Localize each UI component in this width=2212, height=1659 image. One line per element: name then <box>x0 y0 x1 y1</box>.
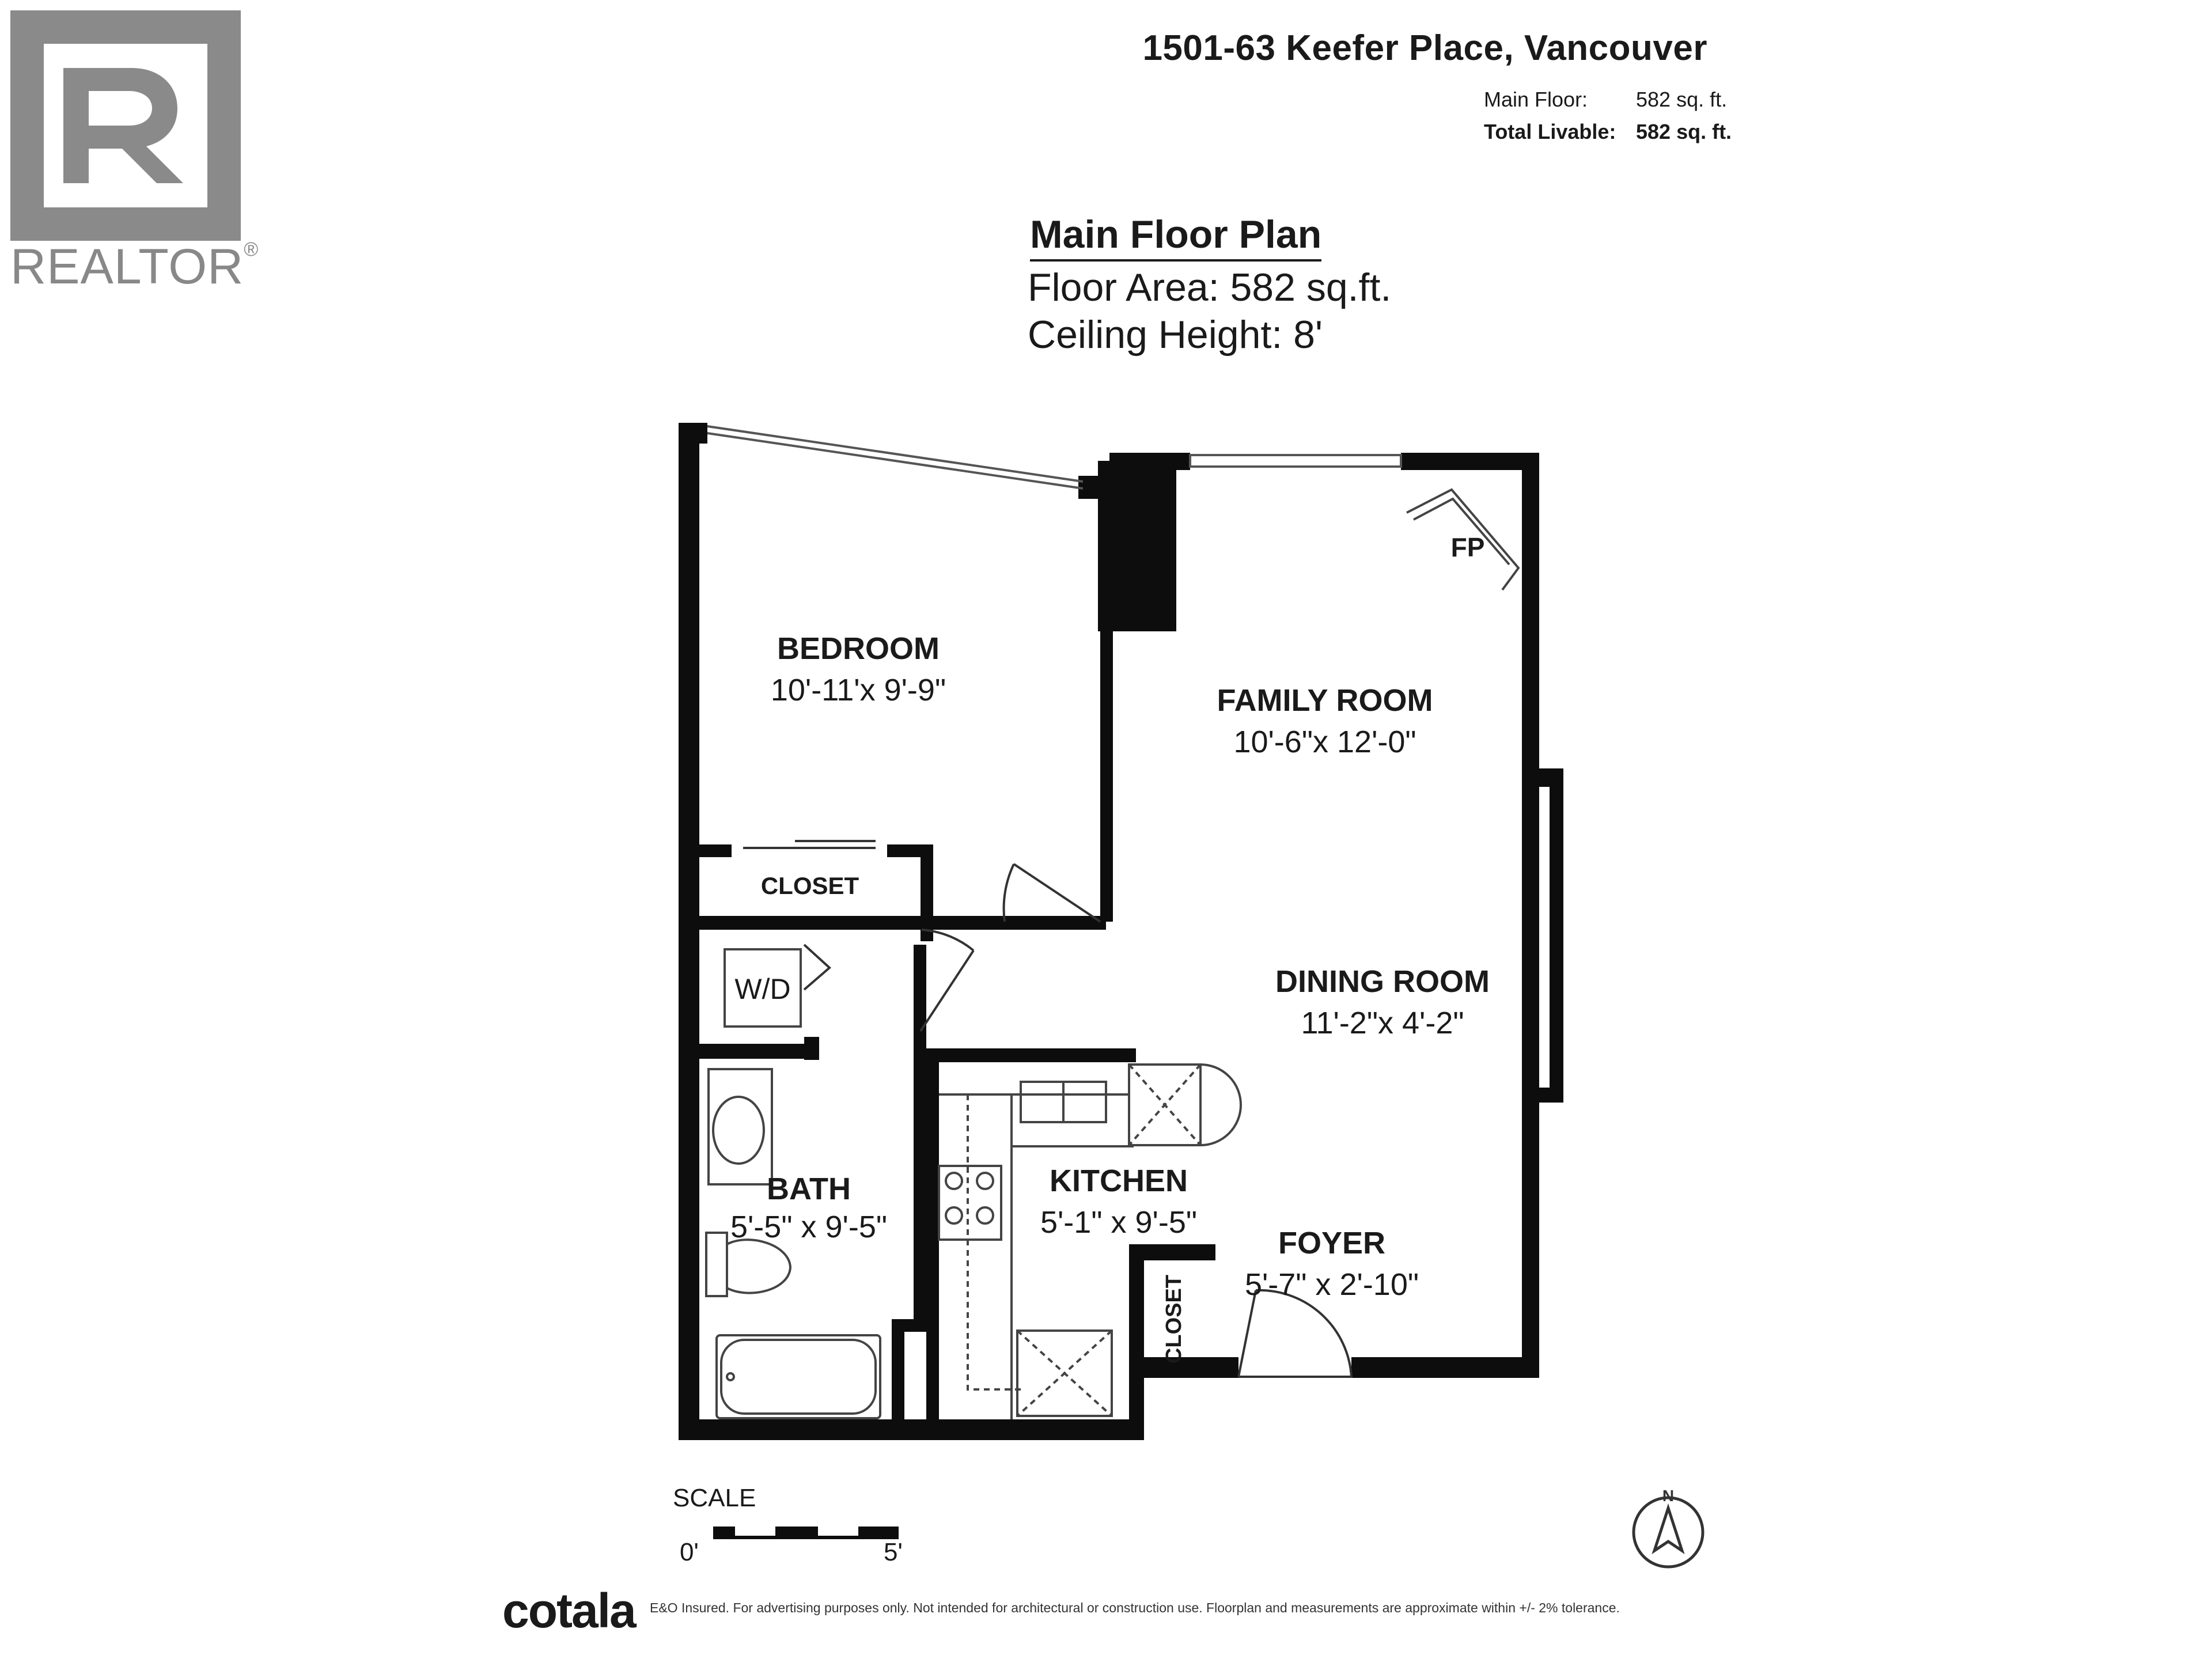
fridge-icon <box>1128 1063 1202 1146</box>
sink-icon <box>712 1096 765 1165</box>
wall <box>926 1048 939 1429</box>
scale-start: 0' <box>680 1538 699 1566</box>
room-name: BATH <box>767 1172 851 1206</box>
wall <box>1078 476 1111 499</box>
fireplace-label: FP <box>1451 532 1485 562</box>
tub-drain <box>726 1372 735 1381</box>
scale-end: 5' <box>884 1538 903 1566</box>
room-dims: 10'-6"x 12'-0" <box>1233 725 1416 759</box>
counter-edge <box>967 1094 1025 1391</box>
exterior-walls <box>679 423 1563 1440</box>
room-dims: 11'-2"x 4'-2" <box>1301 1006 1464 1040</box>
room-dims: 5'-5" x 9'-5" <box>730 1210 887 1244</box>
bedroom-door <box>1002 863 1101 923</box>
fridge-door <box>1200 1063 1242 1146</box>
wall <box>679 423 699 1440</box>
room-dims: 10'-11'x 9'-9" <box>771 673 946 707</box>
toilet-icon <box>726 1238 792 1294</box>
structural-column <box>1098 461 1176 631</box>
stove-icon <box>938 1165 1002 1241</box>
wall <box>1129 1244 1144 1440</box>
wall <box>1100 628 1113 922</box>
bath-door <box>919 929 975 1032</box>
compass-label: N <box>1662 1487 1674 1505</box>
entry-door <box>1237 1289 1353 1378</box>
stat-label: Total Livable: <box>1484 120 1616 143</box>
room-name: KITCHEN <box>1050 1164 1188 1198</box>
stat-value: 582 sq. ft. <box>1636 88 1728 111</box>
stat-label: Main Floor: <box>1484 88 1588 111</box>
fireplace-icon <box>1406 488 1520 591</box>
wall <box>699 844 732 857</box>
wd-door <box>803 944 832 991</box>
property-address: 1501-63 Keefer Place, Vancouver <box>1142 28 1707 68</box>
bathtub-icon <box>715 1334 881 1419</box>
wall <box>1129 1357 1238 1378</box>
washer-dryer-icon <box>724 948 802 1028</box>
doors <box>743 840 1353 1378</box>
wall <box>1351 1357 1539 1378</box>
scale-label: SCALE <box>673 1484 756 1512</box>
room-name: DINING ROOM <box>1275 964 1490 999</box>
wall <box>1522 1088 1563 1103</box>
dishwasher-icon <box>1016 1330 1113 1417</box>
wall <box>679 1419 1142 1440</box>
windows <box>707 425 1402 490</box>
wall <box>926 1048 1136 1062</box>
room-name: BEDROOM <box>777 631 940 666</box>
interior-walls <box>699 628 1136 1429</box>
burner <box>945 1172 994 1225</box>
ceiling-height: Ceiling Height: 8' <box>1028 313 1323 357</box>
scale-bar <box>713 1527 899 1539</box>
family-room-window <box>1189 454 1402 468</box>
bedroom-window <box>707 425 1084 490</box>
wall <box>679 423 707 444</box>
room-dims: 5'-1" x 9'-5" <box>1040 1205 1197 1240</box>
floor-area: Floor Area: 582 sq.ft. <box>1028 266 1392 309</box>
fireplace-inner <box>1413 497 1510 566</box>
wall <box>804 1037 819 1060</box>
disclaimer: E&O Insured. For advertising purposes on… <box>650 1600 1620 1615</box>
vanity <box>707 1068 773 1185</box>
room-name: FOYER <box>1278 1226 1385 1260</box>
realtor-wordmark: REALTOR® <box>10 238 259 294</box>
wall <box>1129 1244 1215 1260</box>
wall <box>921 844 933 937</box>
plan-title: Main Floor Plan <box>1030 212 1322 262</box>
wall <box>1002 916 1106 930</box>
toilet-tank <box>705 1232 728 1297</box>
cotala-logo: cotala <box>502 1584 637 1638</box>
fixtures <box>705 488 1520 1419</box>
room-name: FAMILY ROOM <box>1217 683 1433 718</box>
realtor-r-mark-icon <box>10 10 241 241</box>
wall <box>921 930 933 941</box>
closet-label: CLOSET <box>761 872 859 899</box>
bathtub-basin <box>720 1339 877 1415</box>
wall <box>1522 455 1539 1377</box>
scale-bar-graphic <box>713 1527 899 1536</box>
wall <box>914 945 926 1319</box>
stat-value: 582 sq. ft. <box>1636 120 1732 143</box>
wd-label: W/D <box>734 973 790 1005</box>
wall <box>1401 453 1539 470</box>
closet-label: CLOSET <box>1162 1275 1186 1363</box>
wall <box>699 916 1005 930</box>
wall <box>1550 768 1563 1103</box>
north-arrow-icon <box>1632 1496 1705 1569</box>
counter <box>939 1093 1134 1419</box>
room-dims: 5'-7" x 2'-10" <box>1245 1267 1419 1302</box>
wall <box>699 1044 819 1059</box>
closet-slider <box>743 840 876 849</box>
wall <box>892 1319 904 1429</box>
